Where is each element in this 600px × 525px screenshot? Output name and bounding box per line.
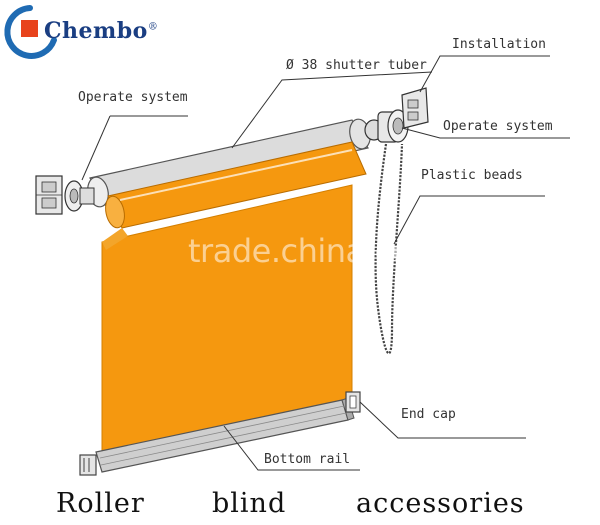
- left-bracket-icon: [35, 175, 63, 215]
- end-cap-label: End cap: [401, 407, 456, 422]
- right-operate-system-icon: [364, 109, 409, 143]
- installation-bracket-icon: [401, 87, 429, 129]
- operate-system-right-label: Operate system: [443, 119, 553, 134]
- plastic-beads-label: Plastic beads: [421, 168, 523, 183]
- tube-label: Ø 38 shutter tuber: [286, 58, 427, 73]
- bead-chain-icon: [374, 143, 404, 355]
- leader-lines: [81, 55, 570, 471]
- operate-system-left-label: Operate system: [78, 90, 188, 105]
- installation-label: Installation: [452, 37, 546, 52]
- caption-word-roller: Roller: [56, 488, 145, 519]
- caption-word-blind: blind: [212, 488, 287, 519]
- chembo-logo-icon: [4, 5, 57, 59]
- brand-name: Chembo®: [44, 18, 159, 44]
- bottom-rail-label: Bottom rail: [264, 452, 351, 467]
- diameter-symbol-icon: Ø: [286, 58, 294, 73]
- left-operate-system-icon: [64, 180, 95, 212]
- rail-end-cap-left-icon: [79, 454, 97, 476]
- watermark: trade.china.com: [188, 232, 442, 270]
- bottom-rail: [95, 397, 355, 473]
- fabric-roll: [105, 141, 367, 229]
- end-cap-icon: [345, 391, 361, 413]
- caption-word-accessories: accessories: [356, 488, 525, 519]
